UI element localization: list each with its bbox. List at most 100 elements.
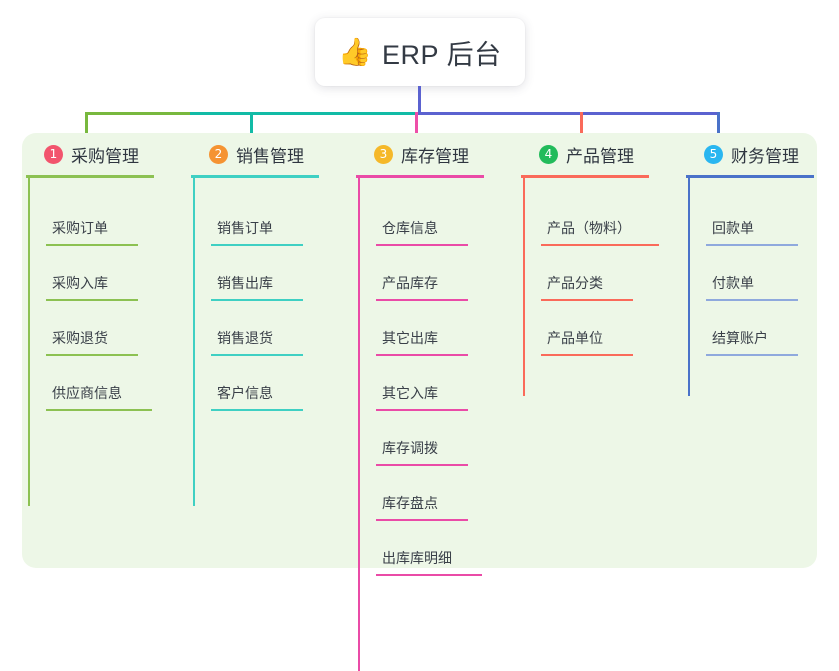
branch-title-3: 库存管理 bbox=[401, 146, 469, 166]
branch-spine-3 bbox=[358, 178, 360, 671]
branch-underline-2 bbox=[191, 175, 319, 178]
item-underline bbox=[376, 464, 468, 466]
item-underline bbox=[376, 409, 468, 411]
item-underline bbox=[46, 409, 152, 411]
branch-items-2: 销售订单 销售出库 销售退货 客户信息 bbox=[205, 175, 352, 411]
branch-column-5: 5 财务管理 回款单 付款单 结算账户 bbox=[682, 133, 839, 568]
branch-drop-4 bbox=[580, 112, 583, 138]
branch-spine-2 bbox=[193, 178, 195, 506]
list-item[interactable]: 产品分类 bbox=[535, 246, 682, 301]
thumbs-up-icon: 👍 bbox=[338, 36, 373, 67]
list-item[interactable]: 客户信息 bbox=[205, 356, 352, 411]
branch-badge-1: 1 bbox=[44, 144, 63, 164]
branch-badge-5: 5 bbox=[704, 144, 723, 164]
list-item[interactable]: 产品库存 bbox=[370, 246, 517, 301]
item-label: 销售退货 bbox=[217, 330, 273, 346]
branch-spine-1 bbox=[28, 178, 30, 506]
branch-drop-2 bbox=[250, 112, 253, 138]
bus-segment-blue bbox=[417, 112, 719, 115]
branch-underline-4 bbox=[521, 175, 649, 178]
root-node[interactable]: 👍 ERP 后台 bbox=[315, 18, 525, 86]
branch-badge-4: 4 bbox=[539, 144, 558, 164]
branch-column-3: 3 库存管理 仓库信息 产品库存 其它出库 其它入库 bbox=[352, 133, 517, 671]
item-underline bbox=[376, 574, 482, 576]
list-item[interactable]: 销售出库 bbox=[205, 246, 352, 301]
item-label: 其它入库 bbox=[382, 385, 438, 401]
branch-underline-1 bbox=[26, 175, 154, 178]
branch-badge-2: 2 bbox=[209, 144, 228, 164]
item-label: 采购入库 bbox=[52, 275, 108, 291]
branch-title-1: 采购管理 bbox=[71, 146, 139, 166]
list-item[interactable]: 出库库明细 bbox=[370, 521, 517, 576]
item-label: 销售订单 bbox=[217, 220, 273, 236]
item-label: 产品（物料） bbox=[547, 220, 631, 236]
item-underline bbox=[211, 409, 303, 411]
branch-items-1: 采购订单 采购入库 采购退货 供应商信息 bbox=[40, 175, 187, 411]
branch-header-5[interactable]: 5 财务管理 bbox=[700, 133, 839, 175]
item-underline bbox=[376, 519, 468, 521]
list-item[interactable]: 库存盘点 bbox=[370, 466, 517, 521]
list-item[interactable]: 采购入库 bbox=[40, 246, 187, 301]
item-underline bbox=[376, 299, 468, 301]
branch-columns: 1 采购管理 采购订单 采购入库 采购退货 供应商信息 bbox=[22, 133, 817, 671]
list-item[interactable]: 销售退货 bbox=[205, 301, 352, 356]
item-underline bbox=[46, 354, 138, 356]
branch-title-4: 产品管理 bbox=[566, 146, 634, 166]
list-item[interactable]: 销售订单 bbox=[205, 191, 352, 246]
branch-header-2[interactable]: 2 销售管理 bbox=[205, 133, 352, 175]
list-item[interactable]: 其它出库 bbox=[370, 301, 517, 356]
branch-header-1[interactable]: 1 采购管理 bbox=[40, 133, 187, 175]
branch-drop-3 bbox=[415, 112, 418, 138]
item-underline bbox=[706, 354, 798, 356]
list-item[interactable]: 仓库信息 bbox=[370, 191, 517, 246]
root-stem-connector bbox=[418, 86, 421, 114]
list-item[interactable]: 产品单位 bbox=[535, 301, 682, 356]
list-item[interactable]: 付款单 bbox=[700, 246, 839, 301]
item-label: 回款单 bbox=[712, 220, 754, 236]
item-label: 采购退货 bbox=[52, 330, 108, 346]
item-label: 库存调拨 bbox=[382, 440, 438, 456]
list-item[interactable]: 供应商信息 bbox=[40, 356, 187, 411]
list-item[interactable]: 回款单 bbox=[700, 191, 839, 246]
list-item[interactable]: 产品（物料） bbox=[535, 191, 682, 246]
item-label: 出库库明细 bbox=[382, 550, 452, 566]
item-label: 产品库存 bbox=[382, 275, 438, 291]
list-item[interactable]: 采购退货 bbox=[40, 301, 187, 356]
item-underline bbox=[211, 299, 303, 301]
branch-header-3[interactable]: 3 库存管理 bbox=[370, 133, 517, 175]
branch-drop-1 bbox=[85, 112, 88, 138]
bus-segment-green bbox=[85, 112, 193, 115]
branch-items-3: 仓库信息 产品库存 其它出库 其它入库 库存调拨 bbox=[370, 175, 517, 576]
list-item[interactable]: 采购订单 bbox=[40, 191, 187, 246]
item-label: 其它出库 bbox=[382, 330, 438, 346]
list-item[interactable]: 其它入库 bbox=[370, 356, 517, 411]
item-label: 采购订单 bbox=[52, 220, 108, 236]
list-item[interactable]: 库存调拨 bbox=[370, 411, 517, 466]
branch-title-5: 财务管理 bbox=[731, 146, 799, 166]
branch-items-4: 产品（物料） 产品分类 产品单位 bbox=[535, 175, 682, 356]
branch-drop-5 bbox=[717, 112, 720, 138]
item-label: 产品单位 bbox=[547, 330, 603, 346]
branch-column-1: 1 采购管理 采购订单 采购入库 采购退货 供应商信息 bbox=[22, 133, 187, 568]
list-item[interactable]: 结算账户 bbox=[700, 301, 839, 356]
item-label: 产品分类 bbox=[547, 275, 603, 291]
item-underline bbox=[541, 299, 633, 301]
branch-column-4: 4 产品管理 产品（物料） 产品分类 产品单位 bbox=[517, 133, 682, 568]
item-underline bbox=[46, 299, 138, 301]
item-label: 销售出库 bbox=[217, 275, 273, 291]
item-underline bbox=[211, 244, 303, 246]
item-underline bbox=[706, 244, 798, 246]
item-underline bbox=[541, 354, 633, 356]
branch-title-2: 销售管理 bbox=[236, 146, 304, 166]
branch-spine-5 bbox=[688, 178, 690, 396]
branch-underline-5 bbox=[686, 175, 814, 178]
branches-panel bbox=[22, 133, 817, 568]
item-underline bbox=[211, 354, 303, 356]
item-label: 库存盘点 bbox=[382, 495, 438, 511]
branch-header-4[interactable]: 4 产品管理 bbox=[535, 133, 682, 175]
item-underline bbox=[541, 244, 659, 246]
item-underline bbox=[706, 299, 798, 301]
branch-column-2: 2 销售管理 销售订单 销售出库 销售退货 客户信息 bbox=[187, 133, 352, 568]
item-label: 供应商信息 bbox=[52, 385, 122, 401]
item-label: 客户信息 bbox=[217, 385, 273, 401]
